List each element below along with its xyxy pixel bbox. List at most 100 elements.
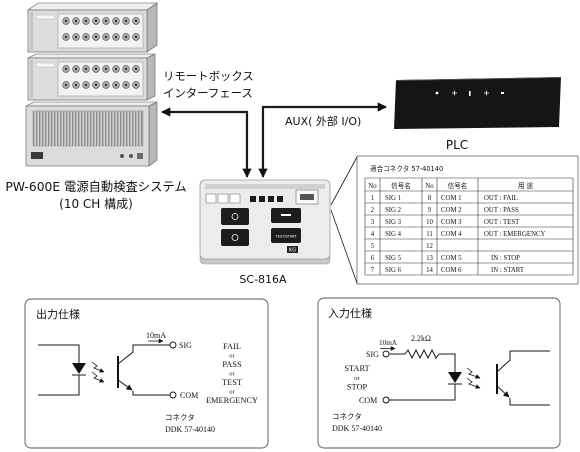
front-display (31, 152, 43, 159)
output-signal-list: FAIL or PASS or TEST or EMERGENCY (206, 342, 258, 405)
maker-logo-text: KG (289, 248, 296, 254)
table-cell: SIG 1 (385, 195, 401, 202)
remote-box-label: SC-816A (239, 273, 287, 286)
table-cell: OUT : FAIL (484, 195, 518, 202)
pw600e-equipment-rack (25, 2, 159, 167)
table-cell: 9 (428, 207, 432, 214)
signal-name: PASS (222, 360, 242, 369)
signal-name: STOP (347, 383, 368, 392)
com-terminal (382, 396, 390, 404)
plc-device (394, 77, 562, 129)
rack-unit-top (26, 2, 159, 53)
rack-unit-mainframe (25, 101, 158, 167)
table-cell: IN : START (491, 267, 525, 274)
signal-or: or (354, 375, 360, 382)
test-start-button-label: TEST/START (274, 235, 297, 239)
table-cell: SIG 6 (385, 267, 402, 274)
table-cell: OUT : EMERGENCY (484, 231, 546, 238)
table-row: 2 SIG 2 9 COM 2 OUT : PASS (371, 207, 519, 214)
output-connector-label: コネクタ (165, 413, 195, 422)
table-row: 7 SIG 6 14 COM 6 IN : START (371, 267, 525, 274)
table-header: No (368, 183, 377, 190)
system-config: (10 CH 構成) (59, 197, 133, 211)
table-header: No (425, 183, 434, 190)
remote-interface-label-2: インターフェース (163, 86, 253, 100)
table-cell: IN : STOP (491, 255, 520, 262)
table-cell: COM 3 (441, 219, 462, 226)
signal-or: or (229, 371, 235, 378)
led-symbol (448, 372, 462, 383)
output-spec-panel: 出力仕様 10mA SIG COM FAIL or PASS or TEST o… (24, 298, 269, 449)
connector-pin-table: No 信号名 No 信号名 用 途 1 SIG 1 8 COM 1 OUT : … (364, 177, 574, 276)
light-emission-arrow (466, 377, 481, 389)
table-cell: 4 (371, 231, 375, 238)
output-connector-model: DDK 57-40140 (165, 425, 215, 434)
input-photocoupler-circuit (380, 346, 550, 406)
table-cell: 10 (426, 219, 433, 226)
rack-unit-middle (27, 53, 156, 101)
table-header: 信号名 (448, 181, 468, 190)
remote-interface-arrow (161, 107, 252, 178)
connector-table-callout: 適合コネクタ 57-40140 No 信号名 No 信号名 用 途 1 SIG … (330, 155, 579, 285)
signal-name: FAIL (223, 342, 241, 351)
table-header: 信号名 (391, 181, 411, 190)
vent-grille (32, 110, 144, 147)
table-cell: SIG 2 (385, 207, 402, 214)
table-cell: 1 (371, 195, 374, 202)
power-button (221, 229, 249, 246)
light-emission-arrow (466, 367, 481, 379)
table-cell: 14 (426, 267, 433, 274)
table-cell: SIG 3 (385, 219, 402, 226)
light-emission-arrow (91, 371, 105, 383)
table-cell: 2 (371, 207, 375, 214)
table-cell: OUT : PASS (484, 207, 519, 214)
plc-label: PLC (446, 138, 468, 152)
table-row: 1 SIG 1 8 COM 1 OUT : FAIL (371, 195, 518, 202)
sig-terminal (382, 350, 390, 358)
table-cell: COM 4 (441, 231, 462, 238)
table-row: 5 12 (371, 243, 434, 250)
input-current-label: 10mA (379, 339, 398, 347)
table-row: 6 SIG 5 13 COM 5 IN : STOP (371, 255, 520, 262)
led-symbol (72, 363, 86, 374)
table-cell: COM 6 (441, 267, 462, 274)
table-cell: COM 1 (441, 195, 462, 202)
signal-name: TEST (222, 378, 242, 387)
table-cell: 7 (371, 267, 375, 274)
aux-io-arrow (258, 102, 387, 178)
input-spec-title: 入力仕様 (328, 306, 372, 320)
input-sig-label: SIG (366, 350, 379, 359)
stop-button (221, 208, 249, 225)
table-row: 3 SIG 3 10 COM 3 OUT : TEST (371, 219, 520, 226)
signal-name: START (344, 364, 369, 373)
signal-or: or (229, 389, 235, 396)
table-cell: COM 2 (441, 207, 462, 214)
table-cell: 11 (426, 231, 433, 238)
table-cell: OUT : TEST (484, 219, 520, 226)
sig-terminal (169, 341, 177, 349)
table-cell: 3 (371, 219, 375, 226)
table-cell: 5 (371, 243, 375, 250)
remote-interface-label-1: リモートボックス (163, 69, 254, 83)
input-connector-model: DDK 57-40140 (332, 424, 382, 433)
signal-name: EMERGENCY (206, 396, 258, 405)
output-spec-title: 出力仕様 (36, 307, 80, 321)
table-cell: 8 (428, 195, 432, 202)
sc816a-remote-box: TEST/START KG (199, 179, 331, 265)
input-connector-label: コネクタ (332, 412, 362, 421)
input-com-label: COM (359, 396, 377, 405)
light-emission-arrow (91, 361, 105, 373)
table-cell: 13 (426, 255, 433, 262)
resistor-symbol (404, 348, 440, 360)
table-header: 用 途 (518, 181, 534, 190)
connector-table-caption: 適合コネクタ 57-40140 (370, 164, 443, 173)
table-cell: COM 5 (441, 255, 462, 262)
aux-io-label: AUX( 外部 I/O) (285, 114, 361, 128)
input-resistor-label: 2.2kΩ (411, 334, 431, 343)
table-row: 4 SIG 4 11 COM 4 OUT : EMERGENCY (371, 231, 546, 238)
table-cell: SIG 5 (385, 255, 402, 262)
com-terminal (169, 391, 177, 399)
signal-or: or (229, 353, 235, 360)
input-signal-list: START or STOP (344, 364, 369, 392)
